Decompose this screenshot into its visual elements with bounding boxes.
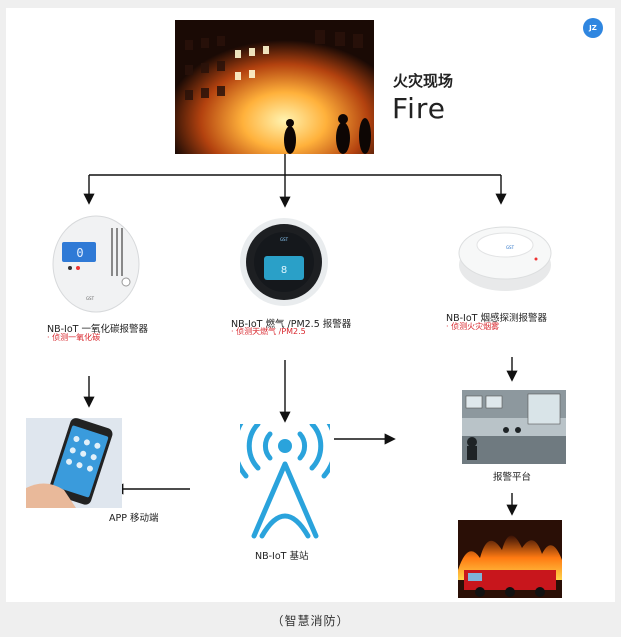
platform-label: 报警平台 bbox=[493, 472, 532, 483]
app-phone-image bbox=[26, 418, 122, 508]
gas-alarm-image: 8 GST bbox=[240, 218, 328, 306]
app-label: APP 移动端 bbox=[109, 513, 159, 524]
svg-text:GST: GST bbox=[280, 237, 289, 242]
smoke-alarm-label: NB-IoT 烟感探测报警器 bbox=[446, 313, 547, 324]
co-alarm-label: NB-IoT 一氧化碳报警器 bbox=[47, 324, 148, 335]
co-alarm-image: 0 GST bbox=[52, 215, 140, 313]
svg-text:8: 8 bbox=[281, 265, 287, 276]
gas-alarm-label: NB-IoT 燃气 /PM2.5 报警器 bbox=[231, 319, 352, 330]
fire-truck-scene-image bbox=[458, 520, 562, 598]
svg-text:GST: GST bbox=[506, 245, 515, 250]
fire-scene-title-en: Fire bbox=[392, 92, 446, 125]
smoke-alarm-image: GST bbox=[458, 226, 552, 291]
alarm-platform-image bbox=[462, 390, 566, 464]
wechat-badge-icon[interactable]: JZ bbox=[583, 18, 603, 38]
svg-text:0: 0 bbox=[76, 246, 83, 260]
gas-alarm-detect: · 侦测天燃气 /PM2.5 bbox=[231, 327, 306, 336]
base-station-icon bbox=[240, 424, 330, 539]
figure-caption: （智慧消防） bbox=[271, 614, 350, 628]
co-alarm-detect: · 侦测一氧化碳 bbox=[47, 333, 101, 342]
fire-scene-title-cn: 火灾现场 bbox=[393, 72, 454, 90]
smoke-alarm-detect: · 侦测火灾烟雾 bbox=[446, 322, 500, 331]
fire-scene-photo bbox=[175, 20, 374, 154]
station-label: NB-IoT 基站 bbox=[255, 551, 309, 562]
svg-text:GST: GST bbox=[86, 296, 95, 301]
